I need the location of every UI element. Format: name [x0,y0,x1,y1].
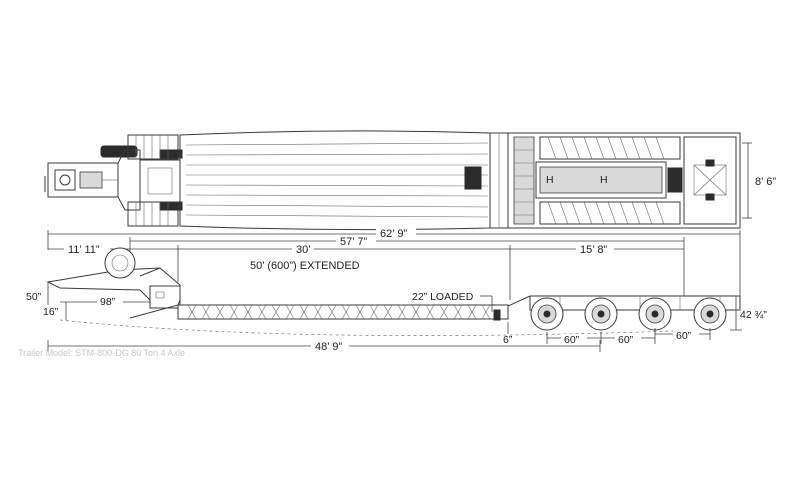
rear-deck-side [529,295,741,311]
neck-length-dimension: 11’ 11” [68,244,100,256]
rear-drop-dimension: 6” [503,334,513,346]
svg-text:H: H [600,174,608,186]
deck-winch-pocket [464,166,482,190]
front-outrigger-bottom [127,201,179,227]
front-outrigger-top [127,134,179,160]
control-box [79,171,103,189]
svg-text:H: H [546,174,554,186]
loaded-height-label: 22” LOADED [412,291,474,303]
swing-clearance-dimension: 48’ 9” [315,341,342,353]
axle-spacing-3-dimension: 60” [676,330,692,342]
fifth-wheel-height-dimension: 50” [26,291,42,303]
length-dimensions: 62’ 9” 57’ 7” 11’ 11” 30’ 15’ 8” 50’ (60… [47,227,741,300]
rear-diamond-plate-top [539,136,681,160]
main-deck [179,130,491,231]
axle-spacing-2-dimension: 60” [618,334,634,346]
extended-length-label: 50’ (600”) EXTENDED [250,260,360,272]
rear-diamond-plate-bottom [539,201,681,225]
axle-spacing-1-dimension: 60” [564,334,580,346]
deck-length-dimension: 57’ 7” [340,236,367,248]
kingpin-icon [59,174,71,186]
axle-group [530,297,727,331]
side-view: 50” 16” 98” 22” LOADED 6” 60” 60” 60” 42… [26,247,767,353]
kingpin-to-neck-dimension: 98” [100,296,116,308]
rear-deck-length-dimension: 15’ 8” [580,244,607,256]
spare-tire-side-icon [104,247,136,279]
rear-deck-height-dimension: 42 ¾” [740,309,767,321]
rear-center-beam [535,161,667,199]
gooseneck-frame [139,159,181,203]
deck-planks [185,142,489,218]
spare-tire-icon [100,145,138,158]
width-dimension: 8’ 6” [755,176,776,188]
well-length-dimension: 30’ [296,244,311,256]
crossmembers [187,304,491,320]
rear-deck [507,132,741,229]
top-view: H H 8’ 6” [44,130,776,231]
overall-length-dimension: 62’ 9” [380,228,407,240]
neck-drop-dimension: 16” [43,306,59,318]
rear-end-assembly [683,136,737,225]
model-footer-text: Trailer Model: STM-800-DG 80 Ton 4 Axle [18,348,185,358]
kingpin-plate [54,169,76,191]
